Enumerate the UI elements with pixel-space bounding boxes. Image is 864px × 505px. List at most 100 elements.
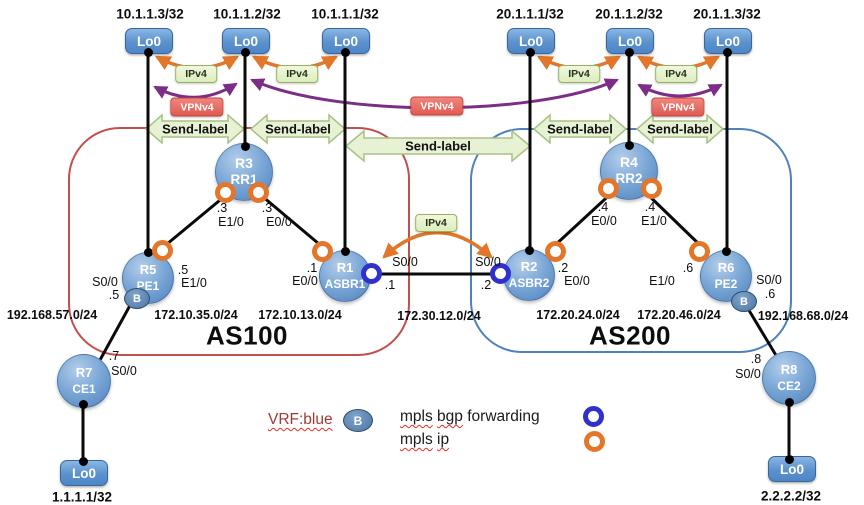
ipv4-badge: IPv4 xyxy=(415,214,457,232)
loopback-box: Lo0 xyxy=(322,28,370,54)
iface-addr: .6 xyxy=(764,287,776,301)
ipv4-badge: IPv4 xyxy=(276,65,318,83)
iface-addr: .3 xyxy=(261,201,273,215)
loopback-ip: 20.1.1.2/32 xyxy=(595,6,663,22)
iface-name: E0/0 xyxy=(564,274,590,288)
junction-dot xyxy=(240,141,250,151)
send-label-text: Send-label xyxy=(547,121,613,137)
vpnv4-arc xyxy=(153,82,238,99)
ipv4-badge: IPv4 xyxy=(558,65,600,83)
mpls-ip-ring xyxy=(545,241,566,262)
junction-dot xyxy=(240,47,250,57)
junction-dot xyxy=(722,47,732,57)
router-name: R6 xyxy=(717,260,735,276)
router-role: ASBR1 xyxy=(324,276,366,291)
legend-vrf-label: VRF:blue xyxy=(268,411,333,428)
iface-name: E1/0 xyxy=(641,214,667,228)
junction-dot xyxy=(143,47,153,57)
junction-dot xyxy=(525,47,535,57)
iface-name: S0/0 xyxy=(475,255,501,269)
router-r7-ce1: R7 CE1 xyxy=(57,354,111,408)
legend-vrf-chip: B xyxy=(343,409,373,432)
junction-dot xyxy=(784,454,794,464)
router-name: R5 xyxy=(139,262,157,278)
legend-word: forwarding xyxy=(467,408,540,425)
vpnv4-badge: VPNv4 xyxy=(651,97,705,117)
mpls-ip-ring xyxy=(215,182,236,203)
as200-label: AS200 xyxy=(589,320,671,351)
legend-word: ip xyxy=(437,431,450,448)
iface-name: S0/0 xyxy=(392,255,418,269)
legend-mpls-bgp-forwarding-ring xyxy=(583,406,604,427)
loopback-ip: 2.2.2.2/32 xyxy=(760,488,822,504)
network-label: 172.20.24.0/24 xyxy=(536,308,620,322)
iface-addr: .7 xyxy=(108,349,120,363)
legend-word: bgp xyxy=(437,408,463,425)
send-label-arrows xyxy=(144,113,725,163)
legend-mpls-ip-ring xyxy=(584,431,605,452)
iface-name: S0/0 xyxy=(92,275,118,289)
mpls-ip-ring xyxy=(641,178,662,199)
send-label-text: Send-label xyxy=(265,121,331,137)
iface-addr: .4 xyxy=(644,200,656,214)
network-label: 172.10.13.0/24 xyxy=(258,308,342,322)
legend-word: mpls xyxy=(400,408,433,425)
network-label: 192.168.68.0/24 xyxy=(757,309,849,323)
router-role: RR2 xyxy=(615,171,643,187)
iface-addr: .1 xyxy=(306,261,318,275)
iface-addr: .5 xyxy=(108,288,120,302)
iface-addr: .5 xyxy=(177,263,189,277)
router-name: R7 xyxy=(75,365,93,381)
as100-label: AS100 xyxy=(206,320,288,351)
iface-addr: .1 xyxy=(384,278,396,292)
ipv4-badge: IPv4 xyxy=(655,65,697,83)
junction-dot xyxy=(78,456,88,466)
loopback-ip: 1.1.1.1/32 xyxy=(51,489,113,505)
router-role: CE1 xyxy=(72,381,96,396)
iface-addr: .2 xyxy=(480,278,492,292)
junction-dot xyxy=(78,399,88,409)
iface-name: E1/0 xyxy=(181,276,207,290)
junction-dot xyxy=(524,245,534,255)
send-label-text: Send-label xyxy=(162,121,228,137)
iface-addr: .2 xyxy=(557,261,569,275)
junction-dot xyxy=(624,47,634,57)
mpls-ip-ring xyxy=(598,178,619,199)
router-role: PE2 xyxy=(714,276,738,291)
send-label-text: Send-label xyxy=(405,138,471,154)
mpls-ip-ring xyxy=(248,182,269,203)
iface-name: E1/0 xyxy=(649,274,675,288)
legend-mpls-ip: mpls ip xyxy=(400,431,449,449)
network-label: 172.30.12.0/24 xyxy=(397,309,481,323)
vpnv4-badge: VPNv4 xyxy=(170,97,224,117)
network-label: 192.168.57.0/24 xyxy=(6,308,98,322)
iface-name: E0/0 xyxy=(591,214,617,228)
junction-dot xyxy=(784,397,794,407)
junction-dot xyxy=(340,246,350,256)
iface-name: S0/0 xyxy=(111,364,137,378)
iface-name: E1/0 xyxy=(218,215,244,229)
link xyxy=(255,189,326,251)
link xyxy=(742,301,779,358)
mpls-ip-ring xyxy=(312,241,333,262)
mpls-bgp-forwarding-ring xyxy=(361,263,382,284)
loopback-ip: 20.1.1.3/32 xyxy=(693,6,761,22)
vrf-blue-chip: B xyxy=(124,288,150,309)
send-label-arrow xyxy=(635,113,725,145)
iface-name: S0/0 xyxy=(735,367,761,381)
router-r8-ce2: R8 CE2 xyxy=(762,351,816,405)
junction-dot xyxy=(143,247,153,257)
vrf-blue-chip: B xyxy=(731,291,757,312)
junction-dot xyxy=(340,47,350,57)
iface-addr: .8 xyxy=(750,352,762,366)
iface-addr: .6 xyxy=(682,261,694,275)
router-name: R4 xyxy=(620,153,638,170)
vpnv4-badge: VPNv4 xyxy=(410,96,464,116)
junction-dot xyxy=(624,140,634,150)
ipv4-badge: IPv4 xyxy=(175,65,217,83)
mpls-ip-ring xyxy=(152,240,173,261)
send-label-arrow xyxy=(532,113,628,145)
iface-name: E0/0 xyxy=(292,274,318,288)
